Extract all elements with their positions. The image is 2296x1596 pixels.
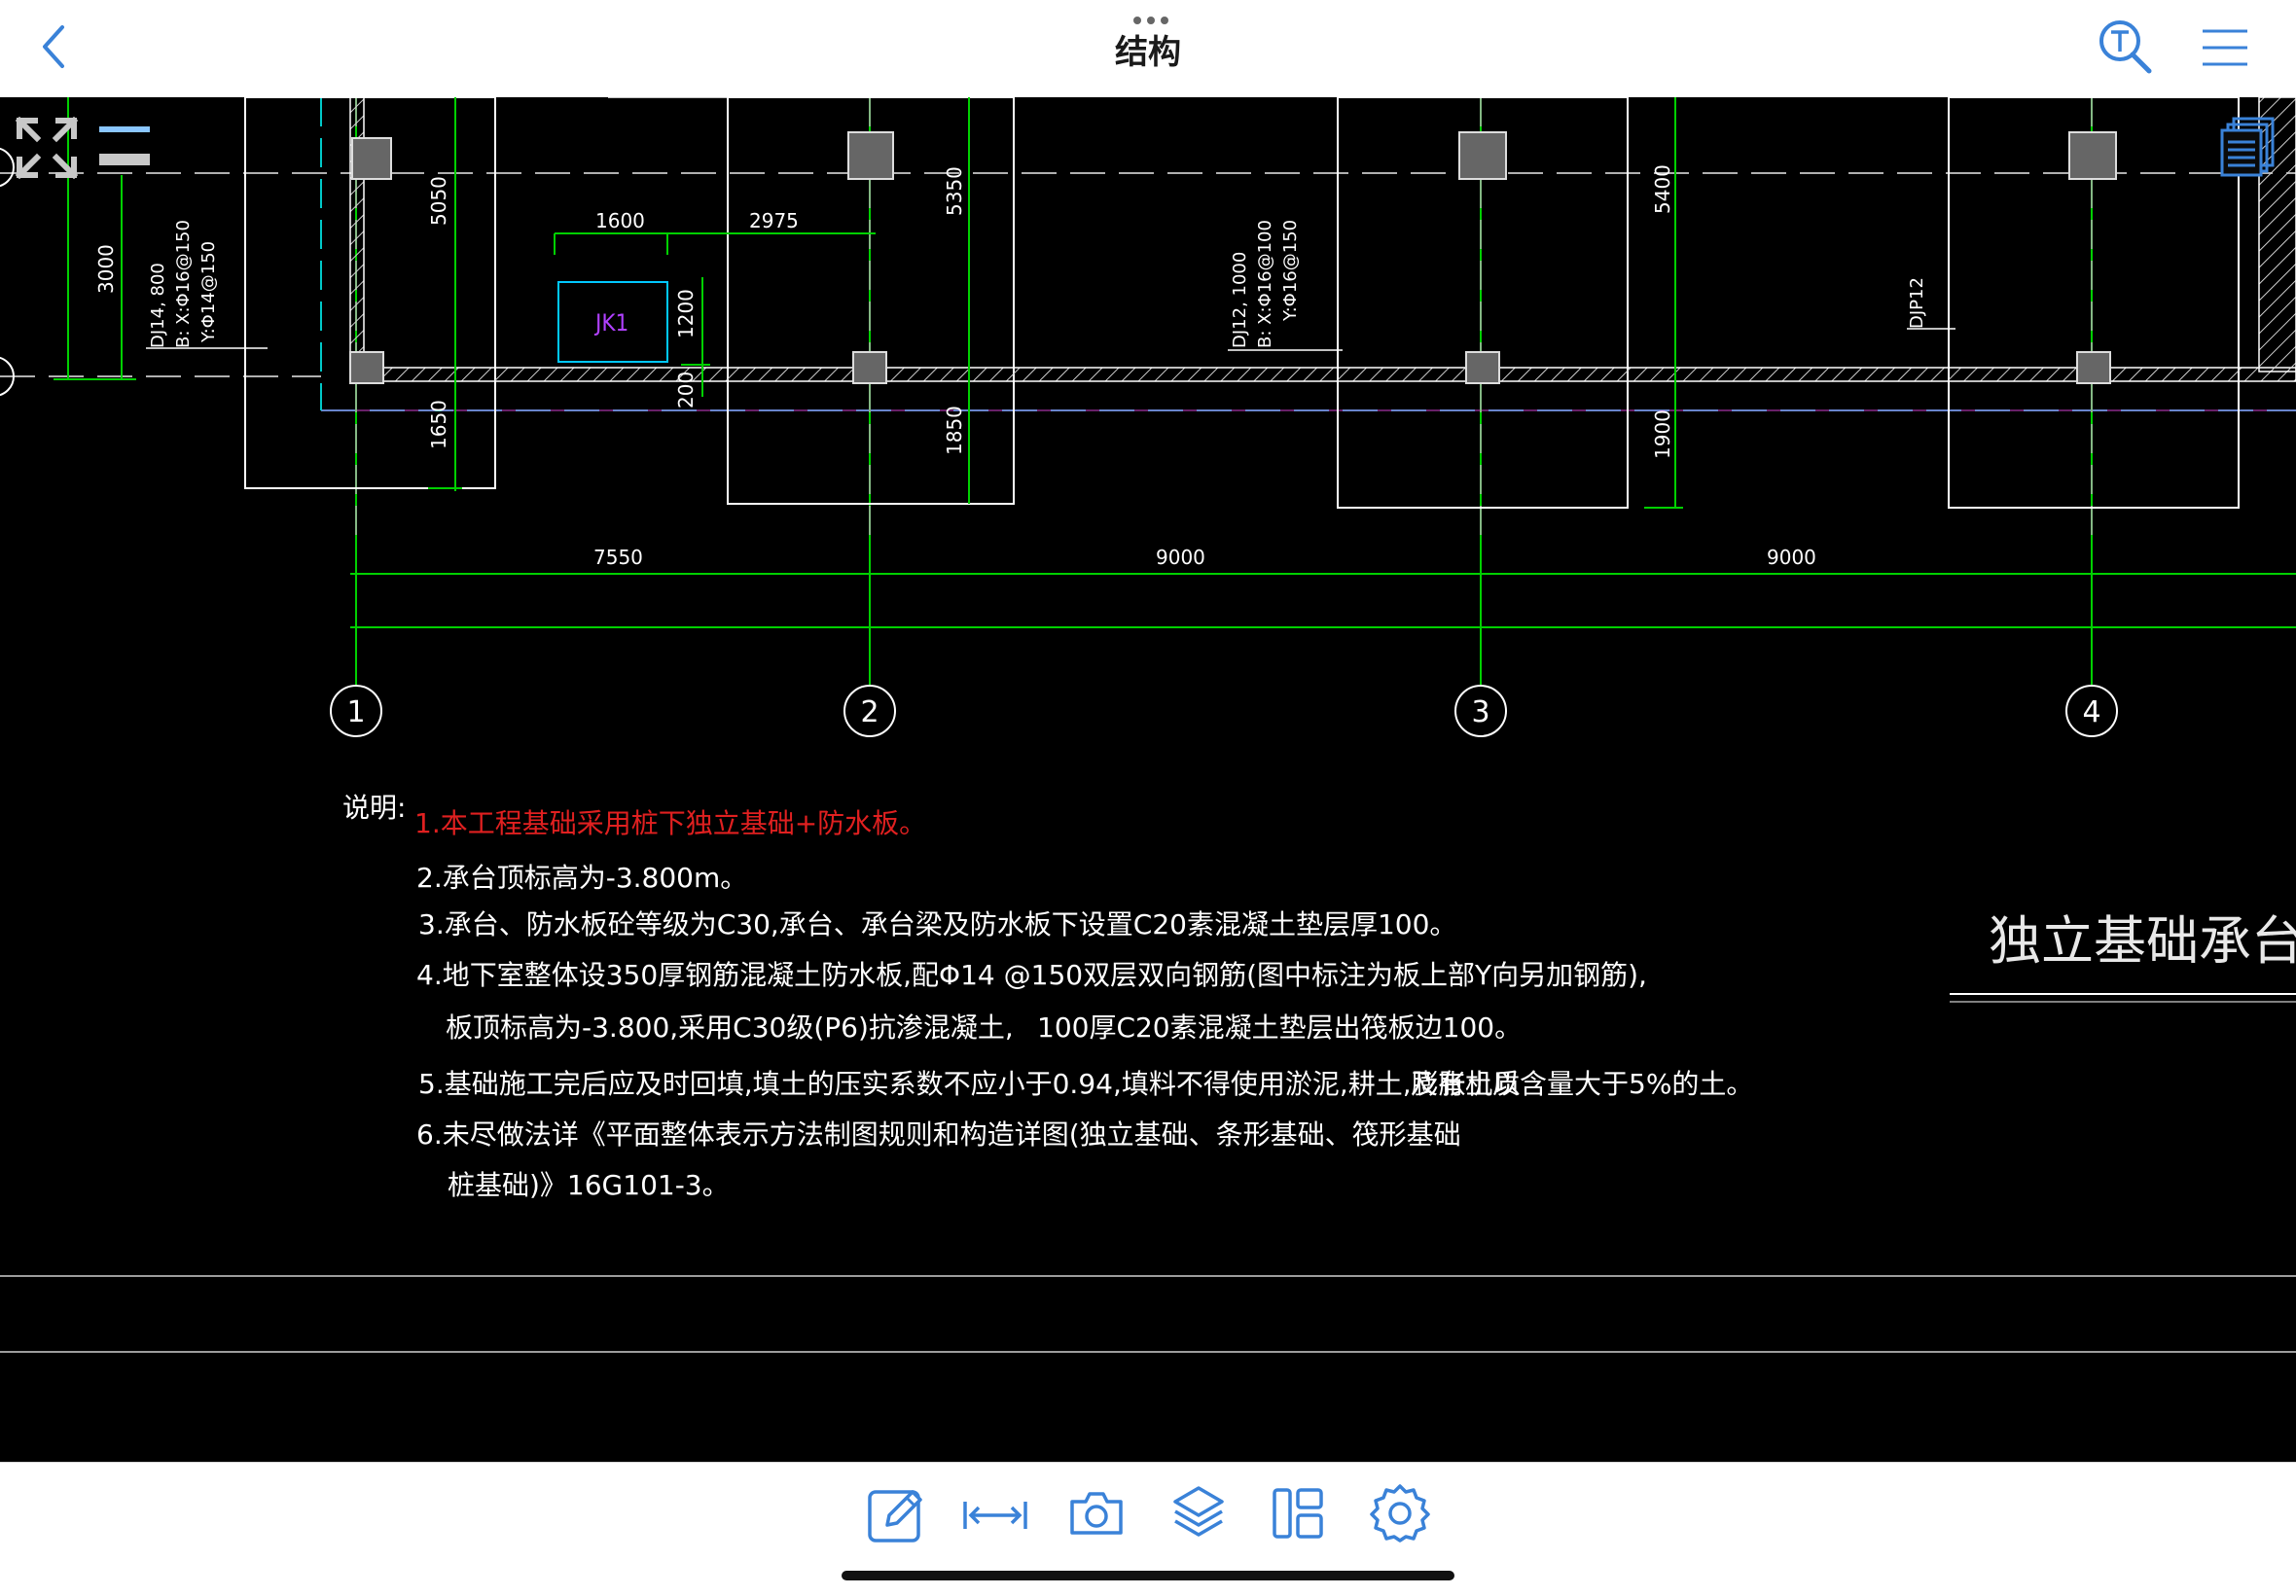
footing-label-djp12: DJP12 [1907, 277, 1927, 329]
fullscreen-button[interactable] [15, 116, 79, 180]
note-line-4: 4.地下室整体设350厚钢筋混凝土防水板,配Φ14 @150双层双向钢筋(图中标… [416, 959, 1647, 991]
cad-drawing[interactable]: JK1 1600 2975 1200 200 5050 5350 5400 30… [0, 97, 2296, 1462]
text-search-icon [2099, 20, 2152, 74]
footing-label-dj14-x: B: X:Φ16@150 [173, 220, 194, 348]
grid-axis-3: 3 [1471, 695, 1489, 729]
footing-label-dj14-y: Y:Φ14@150 [198, 241, 219, 343]
home-indicator [842, 1571, 1454, 1580]
layout-button[interactable] [1271, 1486, 1325, 1541]
hamburger-menu-icon [2203, 29, 2247, 66]
sheets-button[interactable] [2220, 117, 2277, 177]
notes-title: 说明: [342, 792, 406, 824]
footing-label-dj12: DJ12, 1000 [1230, 252, 1250, 348]
dim-5050: 5050 [427, 176, 450, 226]
grid-axis-4: 4 [2082, 695, 2100, 729]
dim-1850: 1850 [943, 406, 966, 455]
cad-drawing-viewport[interactable]: JK1 1600 2975 1200 200 5050 5350 5400 30… [0, 97, 2296, 1462]
menu-button[interactable] [2201, 25, 2249, 70]
dim-200: 200 [674, 372, 698, 408]
layout-icon [1273, 1488, 1323, 1539]
dim-3000: 3000 [94, 244, 118, 294]
layer-list-icon [99, 126, 150, 165]
layers-icon [1173, 1486, 1224, 1537]
measure-button[interactable] [961, 1496, 1029, 1535]
page-title: 结构 [1115, 33, 1181, 72]
text-search-button[interactable] [2097, 18, 2155, 76]
settings-icon [1370, 1484, 1430, 1543]
grid-axis-2: 2 [860, 695, 879, 729]
edit-icon [868, 1490, 922, 1543]
note-line-4b: 板顶标高为-3.800,采用C30级(P6)抗渗混凝土, [446, 1011, 1014, 1044]
snapshot-button[interactable] [1068, 1488, 1125, 1539]
footing-label-dj12-x: B: X:Φ16@100 [1255, 220, 1275, 348]
note-line-3: 3.承台、防水板砼等级为C30,承台、承台梁及防水板下设置C20素混凝土垫层厚1… [418, 908, 1456, 940]
layers-button[interactable] [1171, 1484, 1226, 1541]
note-line-5: 5.基础施工完后应及时回填,填土的压实系数不应小于0.94,填料不得使用淤泥,耕… [418, 1068, 1521, 1100]
markup-button[interactable] [866, 1484, 926, 1544]
note-line-2: 2.承台顶标高为-3.800m。 [416, 862, 747, 894]
more-dots-icon[interactable] [1131, 16, 1170, 25]
back-button[interactable] [35, 21, 74, 72]
plan-title: 独立基础承台及防水 [1989, 910, 2296, 972]
dim-1200: 1200 [674, 289, 698, 338]
note-line-1: 1.本工程基础采用桩下独立基础+防水板。 [414, 807, 926, 839]
top-navigation-bar: 结构 [0, 0, 2296, 98]
camera-icon [1070, 1492, 1123, 1535]
note-line-4c: 100厚C20素混凝土垫层出筏板边100。 [1037, 1011, 1522, 1044]
footing-label-dj12-y: Y:Φ16@150 [1280, 220, 1301, 322]
span-1-2: 7550 [593, 546, 643, 569]
chevron-left-icon [43, 25, 64, 68]
span-2-3: 9000 [1156, 546, 1205, 569]
note-line-6: 6.未尽做法详《平面整体表示方法制图规则和构造详图(独立基础、条形基础、筏形基础 [416, 1118, 1461, 1151]
footing-label-dj14: DJ14, 800 [148, 263, 168, 348]
note-line-6b: 桩基础)》16G101-3。 [448, 1169, 730, 1201]
jk-label: JK1 [593, 309, 628, 337]
document-stack-icon [2220, 117, 2275, 177]
measure-icon [963, 1502, 1027, 1529]
settings-button[interactable] [1370, 1482, 1430, 1543]
dim-5350: 5350 [943, 166, 966, 216]
fullscreen-expand-icon [15, 116, 79, 180]
span-3-4: 9000 [1767, 546, 1816, 569]
dim-1600: 1600 [595, 209, 645, 232]
dim-1650: 1650 [427, 400, 450, 449]
dim-1900: 1900 [1651, 409, 1674, 459]
layer-panel-button[interactable] [97, 123, 152, 169]
grid-axis-1: 1 [346, 695, 365, 729]
note-line-5b: 及有机质含量大于5%的土。 [1411, 1068, 1753, 1100]
dim-5400: 5400 [1651, 164, 1674, 214]
dim-2975: 2975 [749, 209, 799, 232]
